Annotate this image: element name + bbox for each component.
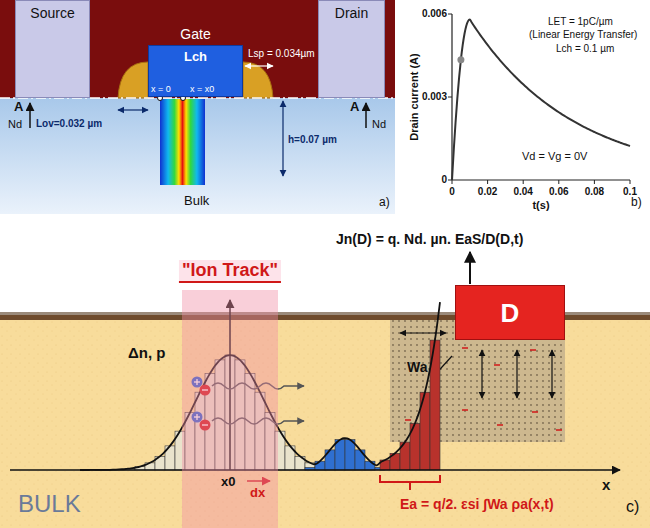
- tick-label: 0.06: [549, 186, 568, 198]
- drawing-part: [452, 179, 630, 180]
- histogram-bar: [345, 440, 355, 470]
- dimension-label: Lsp = 0.034µm: [248, 48, 315, 60]
- tick-label: 0.006: [422, 8, 447, 20]
- drawing-part: [494, 364, 500, 366]
- drawing-part: [118, 62, 148, 98]
- drawing-part: [0, 0, 395, 98]
- drain-contact: D: [455, 285, 565, 340]
- region-label: Bulk: [184, 194, 209, 209]
- drawing-part: [400, 332, 446, 333]
- section-marker: A: [14, 100, 23, 115]
- doping-label: Nd: [8, 118, 22, 131]
- drawing-part: [556, 429, 562, 431]
- drawing-part: [481, 350, 482, 398]
- drawing-part: [551, 350, 552, 398]
- section-marker: A: [350, 100, 359, 115]
- chart-note: (Linear Energy Transfer): [529, 29, 637, 41]
- axis-title: Drain current (A): [408, 53, 421, 140]
- drawing-part: [243, 62, 273, 98]
- drawing-part: [10, 469, 620, 471]
- tick-label: 0.08: [585, 186, 604, 198]
- drawing-part: [245, 65, 273, 66]
- chart-note: Vd = Vg = 0V: [522, 150, 587, 163]
- chart-note: LET = 1pC/µm: [548, 16, 613, 28]
- curve-marker: [457, 56, 464, 63]
- axis-title: Δn, p: [128, 344, 165, 361]
- drawing-part: [0, 320, 650, 528]
- drawing-part: [487, 180, 488, 184]
- drawing-part: [400, 333, 552, 398]
- width-label: Wa: [407, 359, 427, 375]
- drawing-part: [594, 180, 595, 184]
- drawing-part: [462, 347, 468, 349]
- drawing-part: [118, 109, 148, 110]
- source-region: Source: [15, 0, 90, 98]
- current-formula: Jn(D) = q. Nd. µn. EaS/D(D,t): [336, 231, 523, 247]
- tick-label: 0: [449, 186, 455, 198]
- dimension-label: h=0.07 µm: [288, 134, 337, 146]
- drawing-part: [0, 98, 395, 214]
- drawing-part: [29, 103, 31, 128]
- drawing-part: [469, 252, 471, 284]
- drawing-part: [530, 349, 536, 351]
- node-title: D: [456, 286, 564, 341]
- tick-label: 0.003: [422, 91, 447, 103]
- dimension-label: Lov=0.032 µm: [36, 118, 102, 130]
- drain-region: Drain: [318, 0, 385, 98]
- chart-note: Lch = 0.1 µm: [556, 43, 614, 55]
- panel-label: c): [626, 498, 639, 516]
- tick-label: 0.04: [513, 186, 532, 198]
- node-title: Drain: [319, 1, 384, 21]
- drawing-part: [630, 180, 631, 184]
- drawing-part: [405, 419, 411, 421]
- axis-title: t(s): [532, 199, 549, 212]
- drawing-part: [380, 475, 440, 490]
- position-label: x0: [221, 475, 235, 490]
- axis-title: x: [602, 476, 610, 493]
- tick-label: 0: [441, 174, 447, 186]
- histogram-bar: [335, 440, 345, 470]
- field-formula: Ea = q/2. εsi ∫Wa ρa(x,t): [400, 496, 554, 512]
- drawing-part: [516, 350, 517, 398]
- histogram-bar: [365, 461, 375, 470]
- drawing-part: [497, 424, 503, 426]
- node-title: Source: [16, 1, 89, 21]
- drawing-part: [365, 103, 367, 128]
- panel-label: b): [631, 196, 642, 210]
- node-text: Lch: [149, 46, 242, 64]
- mosfet-cross-section: [0, 0, 395, 214]
- drawing-part: [448, 97, 452, 98]
- step-label: dx: [250, 486, 265, 501]
- histogram-bar: [315, 461, 325, 470]
- current-curve: [452, 20, 630, 180]
- drawing-part: [523, 180, 524, 184]
- drawing-part: [160, 99, 205, 185]
- drawing-part: [282, 101, 283, 176]
- bulk-section: [0, 252, 650, 528]
- node-title: "Ion Track": [179, 260, 281, 283]
- doping-label: Nd: [372, 118, 386, 131]
- position-label: x = 0: [151, 84, 171, 94]
- drawing-part: [558, 180, 559, 184]
- drawing-part: [462, 409, 468, 411]
- tick-label: 0.02: [478, 186, 497, 198]
- position-label: x = x0: [190, 84, 214, 94]
- drawing-part: [532, 411, 538, 413]
- drawing-part: [0, 320, 650, 528]
- panel-label: a): [379, 196, 390, 210]
- drawing-part: [448, 14, 452, 15]
- drawing-part: [452, 180, 453, 184]
- node-title: Gate: [180, 26, 210, 42]
- region-label: BULK: [18, 490, 81, 518]
